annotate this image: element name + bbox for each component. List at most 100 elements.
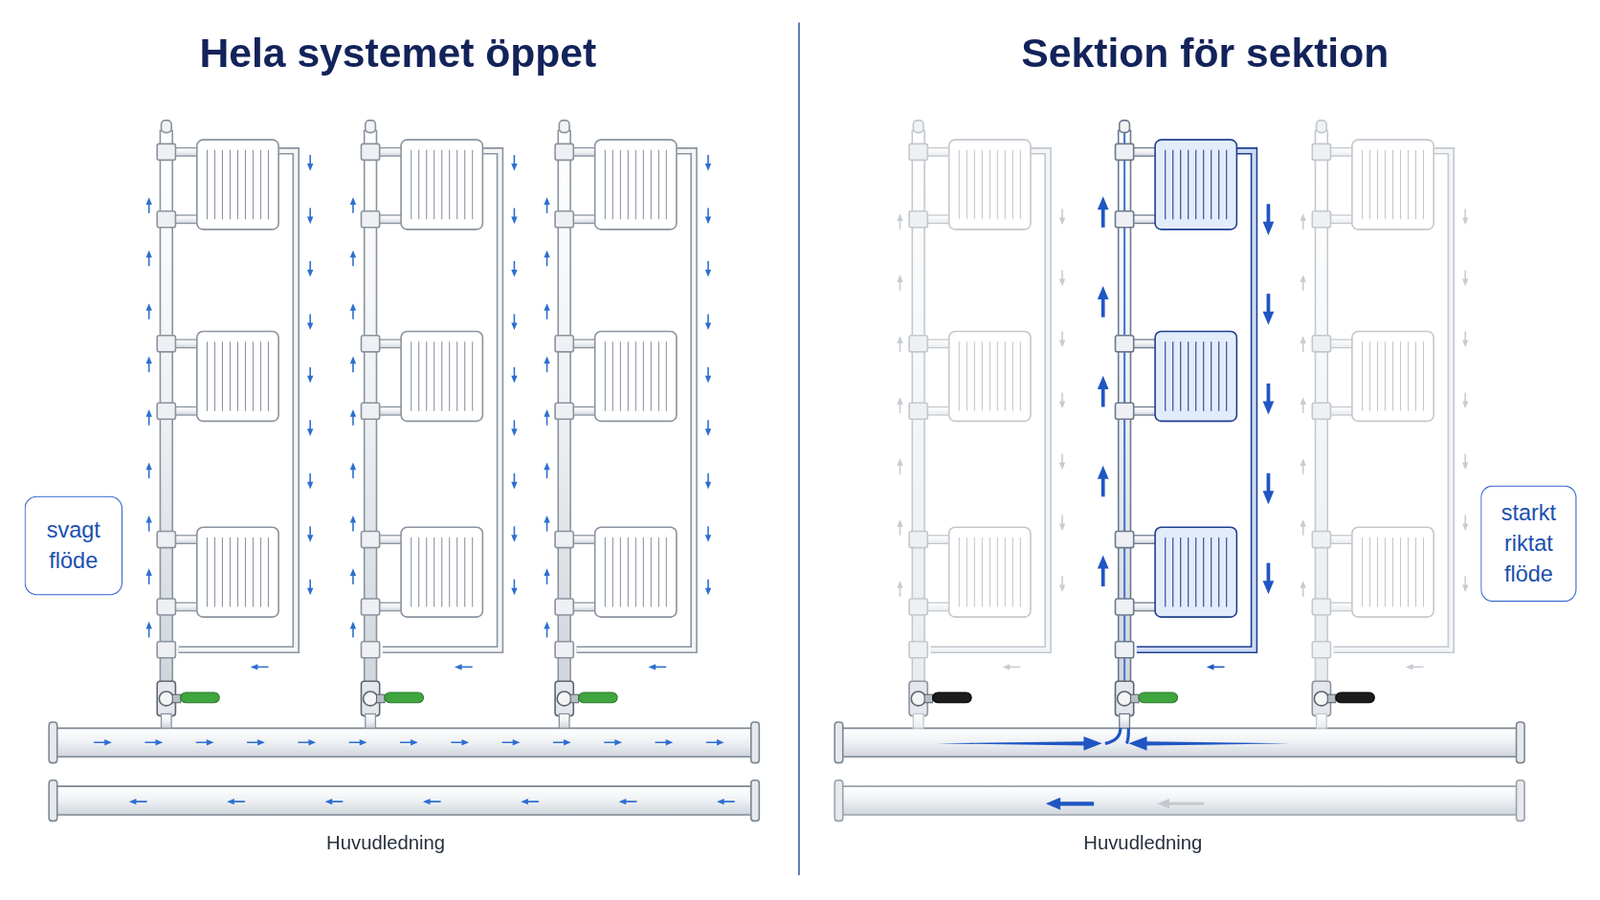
radiator-fin	[974, 537, 976, 608]
radiator-fin	[237, 341, 239, 412]
arrow-head	[543, 356, 550, 365]
radiator-fin	[1187, 150, 1189, 221]
arrow-head	[350, 515, 356, 524]
radiator-fin	[1384, 341, 1386, 412]
radiator-fin	[1392, 341, 1394, 412]
radiator-fin	[448, 150, 450, 221]
radiator-fin	[966, 150, 968, 221]
branch-pipe	[1130, 215, 1157, 224]
arrow-head	[520, 799, 529, 805]
pipe-tee	[1311, 599, 1331, 616]
radiator-fin	[214, 537, 216, 608]
radiator-fin	[252, 537, 254, 608]
callout-text: svagt flöde	[35, 514, 112, 577]
radiator-fin	[244, 150, 246, 221]
radiator-fin	[260, 150, 262, 221]
arrow-head	[1059, 279, 1066, 288]
arrow-head	[307, 482, 313, 490]
radiator-fin	[425, 537, 427, 608]
radiator-fin	[650, 150, 652, 221]
arrow-head	[1059, 400, 1066, 409]
pipe-tee	[1311, 211, 1331, 228]
pipe-tee	[555, 402, 574, 420]
radiator	[400, 527, 483, 618]
radiator-fin	[1369, 537, 1371, 608]
branch-pipe	[1327, 535, 1355, 545]
radiator-fin	[1164, 150, 1166, 221]
radiator	[197, 139, 279, 230]
branch-pipe	[1327, 339, 1355, 349]
valve-stem	[158, 691, 174, 707]
radiator-fin	[260, 537, 262, 608]
radiator-fin	[252, 150, 254, 221]
pipe-tee	[1311, 642, 1331, 659]
arrow-head	[543, 303, 550, 312]
radiator-fin	[1012, 537, 1014, 608]
riser-cap	[1316, 120, 1328, 134]
valve-stem	[911, 691, 926, 707]
radiator-fin	[222, 341, 223, 412]
arrow-head	[705, 428, 712, 437]
pipe-flange	[751, 780, 760, 823]
radiator-fin	[666, 341, 667, 412]
branch-pipe	[172, 535, 200, 545]
arrow-head	[543, 568, 550, 577]
pipe-tee	[555, 143, 574, 160]
radiator-fin	[1004, 150, 1006, 221]
radiator-fin	[425, 341, 427, 412]
radiator-fin	[456, 150, 458, 221]
arrow-head	[454, 664, 463, 670]
branch-pipe	[172, 602, 200, 612]
arrow-head	[1263, 222, 1275, 236]
radiator-fin	[989, 341, 991, 412]
heating-system	[48, 120, 1525, 823]
riser-stub	[1316, 713, 1328, 729]
radiator-fin	[966, 537, 968, 608]
radiator-fin	[1004, 341, 1006, 412]
radiator-fin	[1415, 150, 1417, 221]
arrow-head	[705, 269, 712, 278]
radiator-fin	[643, 537, 645, 608]
radiator-fin	[1179, 341, 1181, 412]
arrow-head	[511, 269, 517, 278]
radiator-fin	[1407, 537, 1409, 608]
radiator-fin	[643, 150, 645, 221]
arrow-head	[648, 664, 657, 670]
radiator-fin	[1218, 537, 1220, 608]
riser-stub	[558, 713, 570, 729]
radiator-fin	[997, 341, 999, 412]
callout-text: starkt riktat flöde	[1491, 497, 1566, 590]
arrow-head	[350, 622, 356, 630]
arrow-head	[1462, 462, 1468, 470]
radiator	[400, 139, 483, 230]
branch-pipe	[172, 148, 200, 157]
radiator-fin	[1392, 537, 1394, 608]
branch-pipe	[1130, 148, 1157, 157]
arrow-head	[1059, 218, 1066, 226]
radiator-fin	[666, 537, 667, 608]
arrow-head	[705, 482, 712, 490]
valve-neck	[376, 694, 385, 704]
radiator-fin	[1020, 537, 1022, 608]
pipe-tee	[156, 335, 176, 353]
radiator-fin	[410, 150, 412, 221]
arrow-head	[1263, 400, 1275, 415]
arrow-head	[307, 322, 313, 331]
radiator	[1352, 527, 1434, 618]
radiator-fin	[604, 537, 606, 608]
radiator-fin	[471, 341, 473, 412]
radiator-fin	[958, 537, 960, 608]
branch-pipe	[1130, 602, 1157, 612]
riser-cap	[1119, 120, 1131, 134]
radiator-fin	[252, 341, 254, 412]
branch-pipe	[376, 148, 403, 157]
valve-neck	[172, 694, 181, 704]
radiator-fin	[604, 150, 606, 221]
radiator	[595, 139, 677, 230]
pipe-tee	[555, 532, 574, 549]
radiator-fin	[1164, 341, 1166, 412]
arrow-head	[257, 739, 266, 746]
arrow-head	[543, 462, 550, 470]
radiator	[1352, 139, 1434, 230]
radiator	[1352, 332, 1434, 423]
